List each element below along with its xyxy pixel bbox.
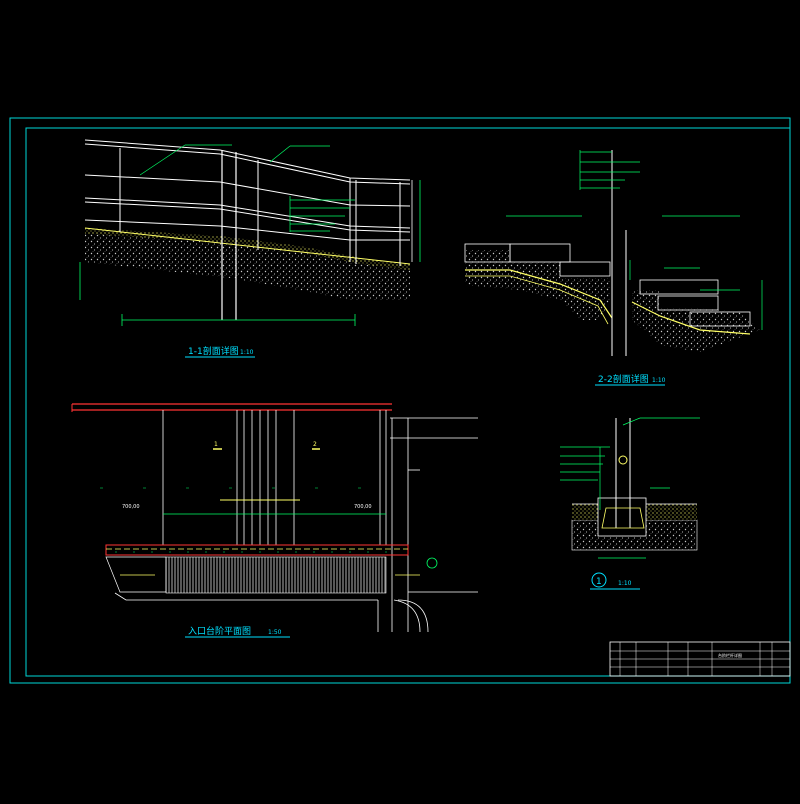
title-block-drawing-title: 台阶栏杆详图 [718, 652, 742, 658]
section-2-2-title-text: 2-2剖面详图 [598, 373, 649, 385]
section-2-2-scale: 1:10 [652, 377, 666, 384]
detail-1-title: 1 1:10 [590, 572, 640, 590]
section-1-1-drawing [79, 139, 421, 326]
plan-dim-right: 700,00 [354, 504, 372, 510]
section-1-1-scale: 1:10 [240, 349, 254, 356]
detail-1-number: 1 [596, 577, 602, 587]
section-2-2-title: 2-2剖面详图 1:10 [595, 373, 666, 386]
detail-1-drawing [560, 417, 700, 559]
title-block: 台阶栏杆详图 [609, 641, 791, 677]
plan-cut-label-1: 1 [214, 441, 218, 448]
plan-labels: 1 2 700,00 700,00 入口台阶平面图 1:50 [122, 441, 372, 638]
section-1-1-title: 1-1剖面详图 1:10 [185, 345, 255, 358]
section-2-2-drawing [464, 150, 763, 356]
section-1-1-title-text: 1-1剖面详图 [188, 345, 239, 357]
plan-dim-left: 700,00 [122, 504, 140, 510]
detail-1-scale: 1:10 [618, 580, 632, 587]
plan-scale: 1:50 [268, 629, 282, 636]
plan-title-text: 入口台阶平面图 [188, 625, 251, 637]
sheet-border [9, 117, 791, 684]
plan-cut-label-2: 2 [313, 441, 317, 448]
plan-drawing [71, 403, 478, 633]
